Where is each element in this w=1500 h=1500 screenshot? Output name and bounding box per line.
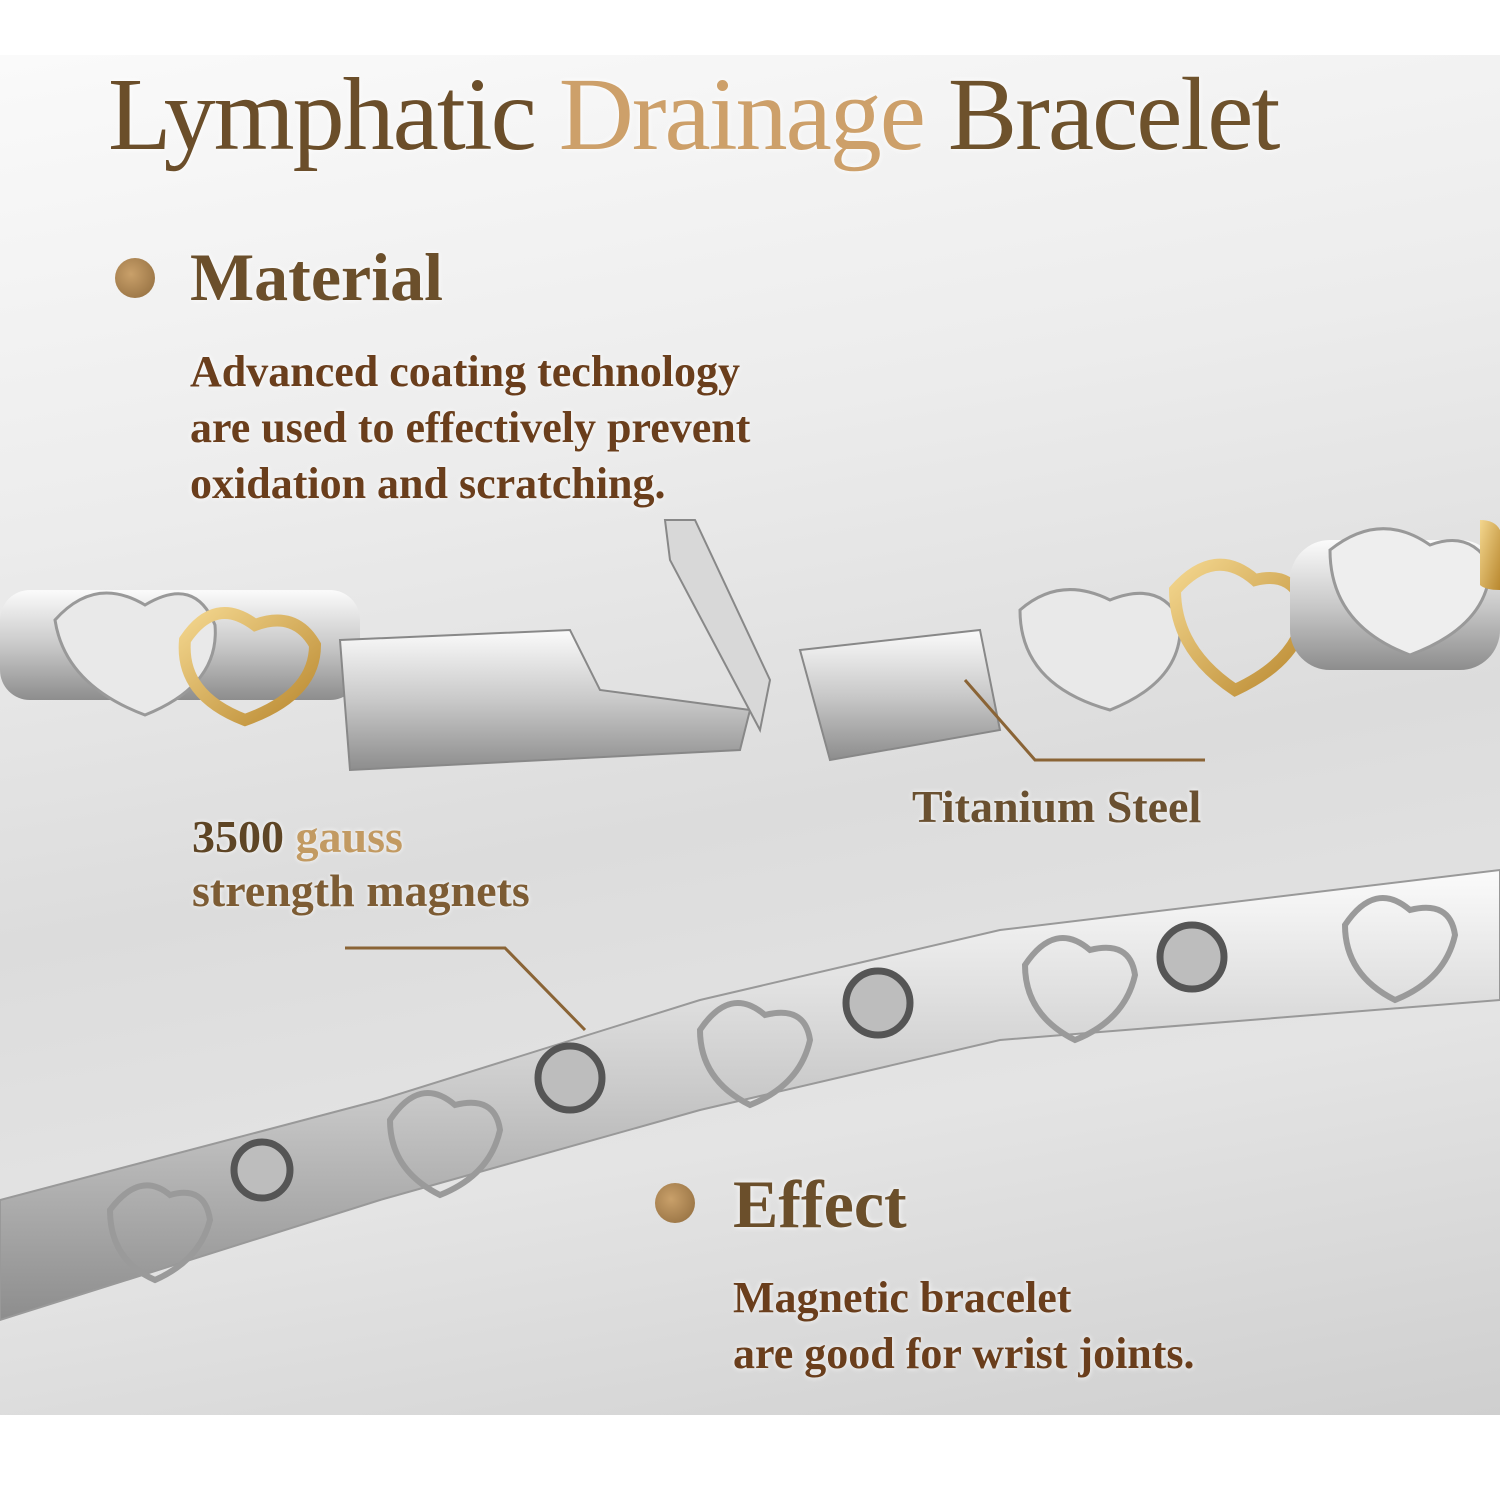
effect-line: are good for wrist joints. <box>733 1329 1195 1378</box>
effect-description: Magnetic bracelet are good for wrist joi… <box>733 1270 1195 1382</box>
titanium-steel-label: Titanium Steel <box>912 781 1202 832</box>
title-word-3: Bracelet <box>947 57 1280 172</box>
material-line: oxidation and scratching. <box>190 459 666 508</box>
top-margin <box>0 0 1500 55</box>
title-word-1: Lymphatic <box>108 57 537 172</box>
lower-bracelet <box>0 868 1500 1322</box>
upper-bracelet-left <box>0 519 772 772</box>
material-description: Advanced coating technology are used to … <box>190 344 750 512</box>
magnets-text: strength magnets <box>192 865 530 916</box>
callout-lines <box>345 679 1205 1032</box>
gauss-label: 3500 gauss strength magnets <box>192 810 530 918</box>
material-line: Advanced coating technology <box>190 347 740 396</box>
bullet-icon <box>115 258 155 298</box>
upper-bracelet-right <box>798 520 1500 762</box>
effect-line: Magnetic bracelet <box>733 1273 1072 1322</box>
material-heading: Material <box>190 239 443 315</box>
bullet-icon <box>655 1183 695 1223</box>
title-word-2: Drainage <box>558 57 926 172</box>
bottom-margin <box>0 1415 1500 1500</box>
material-line: are used to effectively prevent <box>190 403 751 452</box>
effect-heading: Effect <box>733 1166 907 1242</box>
gauss-word: gauss <box>295 811 403 862</box>
gauss-number: 3500 <box>192 811 284 862</box>
page-title: Lymphatic Drainage Bracelet <box>108 55 1280 174</box>
